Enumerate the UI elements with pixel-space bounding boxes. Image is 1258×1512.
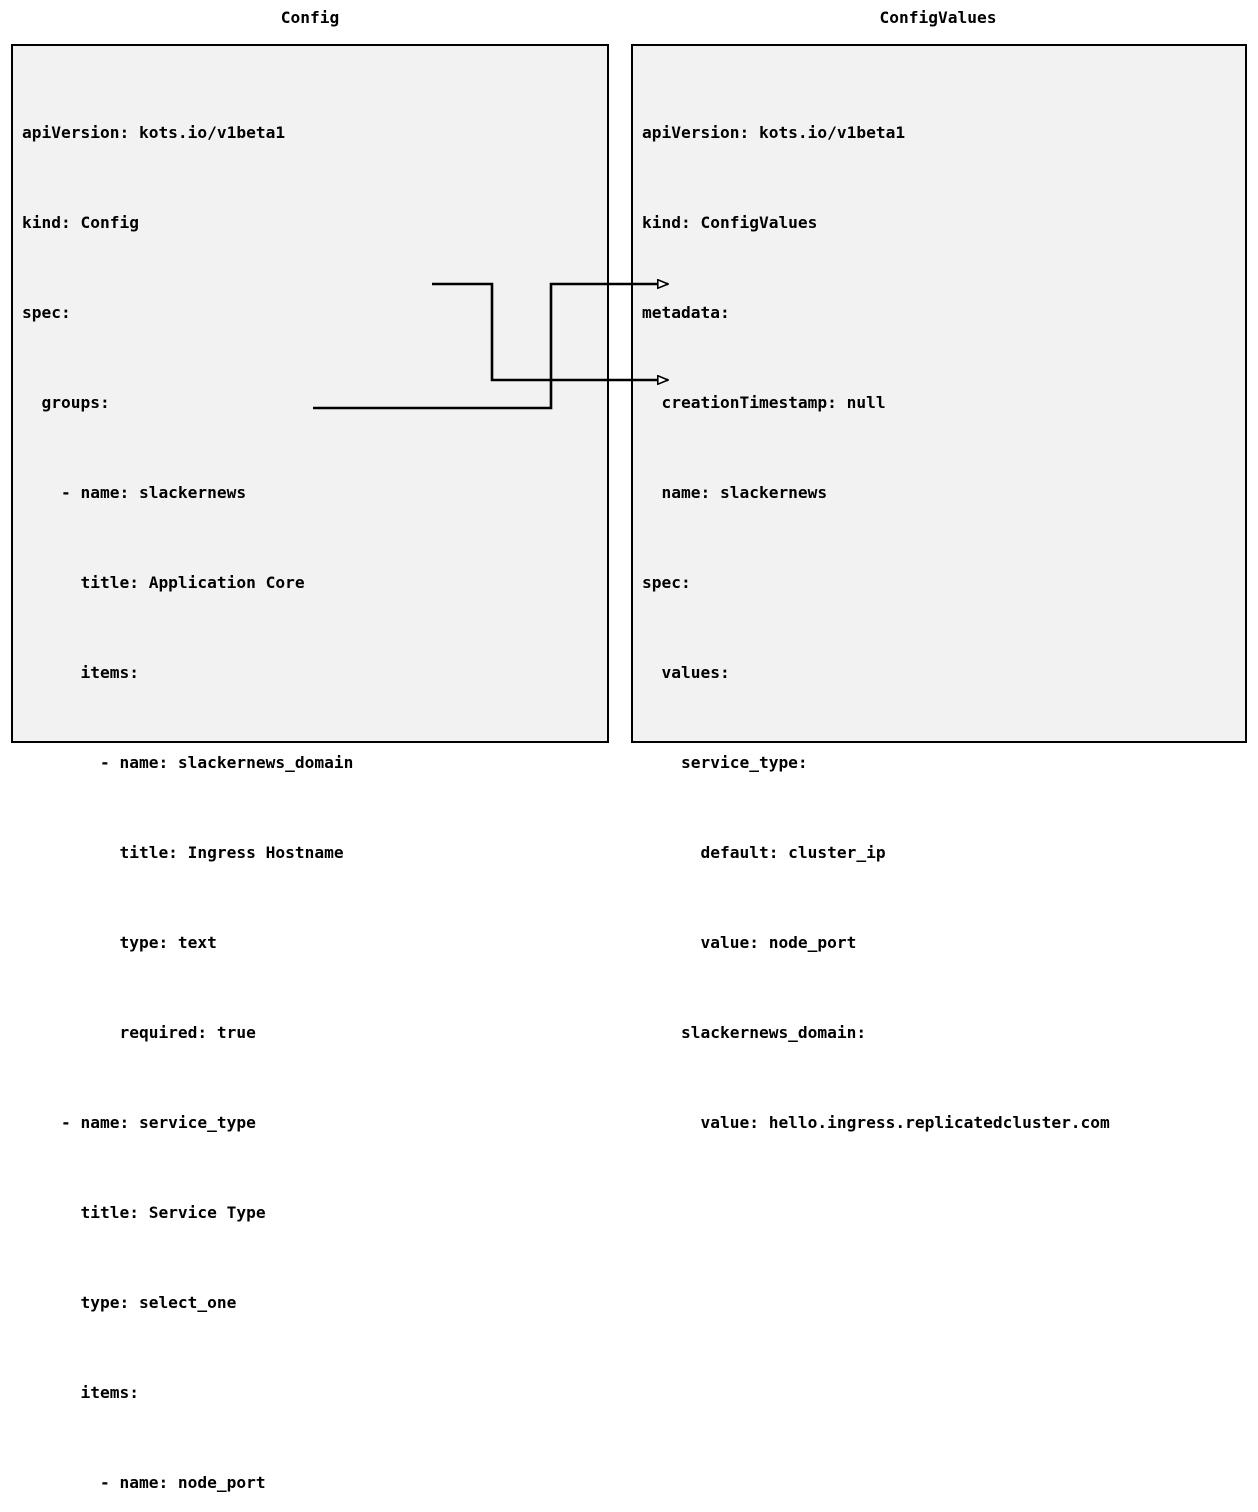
- diagram-canvas: Config ConfigValues apiVersion: kots.io/…: [11, 8, 1247, 1492]
- code-line: values:: [642, 663, 730, 682]
- config-yaml-code: apiVersion: kots.io/v1beta1 kind: Config…: [22, 58, 603, 1512]
- panel-title-config: Config: [280, 8, 340, 27]
- code-line: value: hello.ingress.replicatedcluster.c…: [642, 1113, 1110, 1132]
- code-line: type: select_one: [22, 1293, 237, 1312]
- code-line: type: text: [22, 933, 217, 952]
- code-line: kind: ConfigValues: [642, 213, 818, 232]
- code-line: default: cluster_ip: [642, 843, 886, 862]
- code-line: value: node_port: [642, 933, 857, 952]
- code-line: - name: slackernews_domain: [22, 753, 354, 772]
- panel-title-configvalues: ConfigValues: [879, 8, 997, 27]
- code-line: metadata:: [642, 303, 730, 322]
- code-line: service_type:: [642, 753, 808, 772]
- code-line: creationTimestamp: null: [642, 393, 886, 412]
- code-line: title: Application Core: [22, 573, 305, 592]
- code-line: apiVersion: kots.io/v1beta1: [642, 123, 906, 142]
- code-line: kind: Config: [22, 213, 139, 232]
- code-line: items:: [22, 1383, 139, 1402]
- configvalues-yaml-code: apiVersion: kots.io/v1beta1 kind: Config…: [642, 58, 1241, 1198]
- code-line: required: true: [22, 1023, 256, 1042]
- code-line: title: Service Type: [22, 1203, 266, 1222]
- code-line: groups:: [22, 393, 110, 412]
- code-line: - name: slackernews: [22, 483, 247, 502]
- code-line: spec:: [22, 303, 71, 322]
- code-line: name: slackernews: [642, 483, 828, 502]
- code-line: spec:: [642, 573, 691, 592]
- code-line: title: Ingress Hostname: [22, 843, 344, 862]
- configvalues-panel: apiVersion: kots.io/v1beta1 kind: Config…: [631, 44, 1247, 1132]
- code-line: - name: node_port: [22, 1473, 266, 1492]
- code-line: items:: [22, 663, 139, 682]
- config-panel: apiVersion: kots.io/v1beta1 kind: Config…: [11, 44, 609, 1492]
- code-line: slackernews_domain:: [642, 1023, 867, 1042]
- code-line: apiVersion: kots.io/v1beta1: [22, 123, 286, 142]
- code-line: - name: service_type: [22, 1113, 256, 1132]
